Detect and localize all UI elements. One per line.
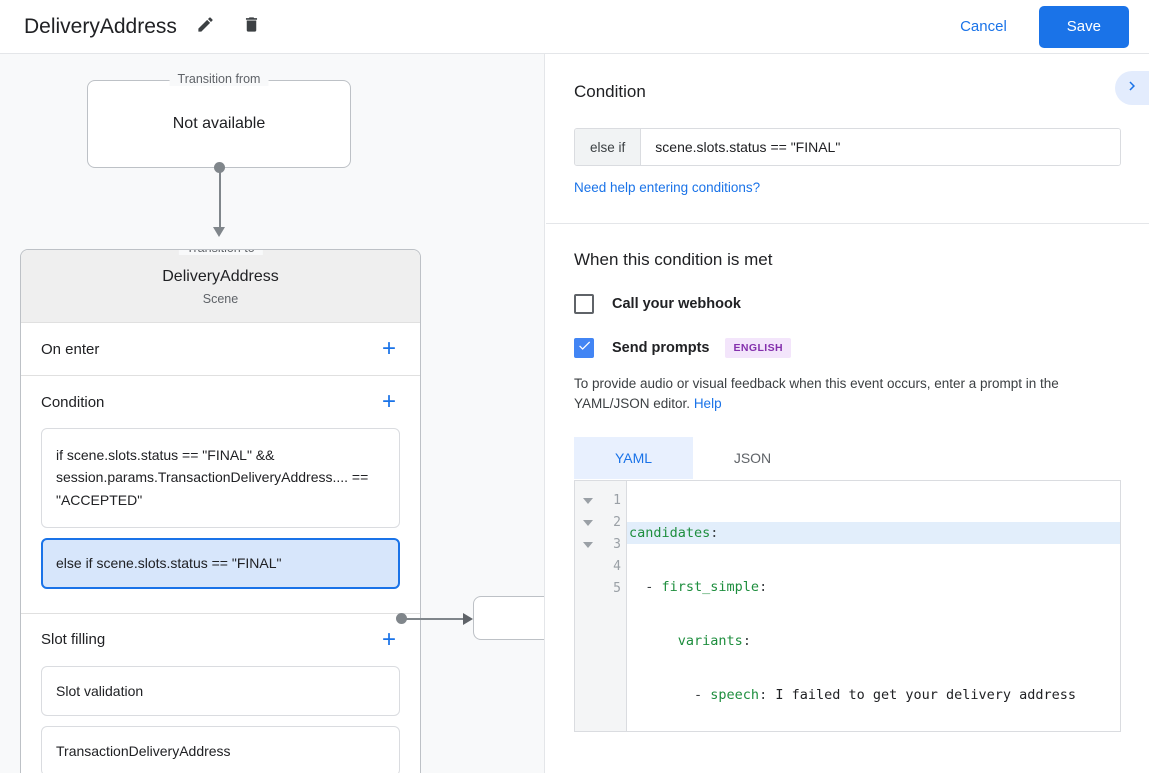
code-line: - speech: I failed to get your delivery … — [627, 684, 1120, 706]
code-key: variants — [677, 632, 743, 649]
editor-fold-gutter[interactable] — [575, 480, 601, 731]
target-node-card[interactable] — [473, 596, 544, 640]
when-condition-met-title: When this condition is met — [574, 250, 773, 269]
webhook-checkbox-label: Call your webhook — [612, 296, 741, 312]
detail-panel: Condition else if Need help entering con… — [546, 54, 1149, 773]
code-line: variants: — [627, 630, 1120, 652]
code-line: - first_simple: — [627, 576, 1120, 598]
code-value: I failed to get your delivery address — [775, 686, 1077, 703]
webhook-checkbox-row[interactable]: Call your webhook — [574, 294, 1121, 314]
transition-to-legend: Transition to — [178, 250, 263, 255]
slot-item-slot-validation[interactable]: Slot validation — [41, 665, 400, 716]
scene-name: DeliveryAddress — [162, 268, 279, 285]
pencil-icon — [196, 15, 215, 39]
code-key: first_simple — [661, 578, 760, 595]
tab-json[interactable]: JSON — [733, 449, 772, 466]
prompts-description: To provide audio or visual feedback when… — [574, 374, 1121, 415]
section-title-on-enter: On enter — [41, 340, 100, 358]
when-condition-met-block: When this condition is met Call your web… — [546, 224, 1149, 732]
condition-block-title: Condition — [574, 82, 646, 101]
transition-to-card: Transition to DeliveryAddress Scene On e… — [20, 249, 421, 773]
editor-code-area[interactable]: candidates: - first_simple: variants: - … — [627, 481, 1120, 731]
section-title-condition: Condition — [41, 393, 105, 411]
save-button[interactable]: Save — [1038, 5, 1129, 48]
connector-line-horizontal — [402, 618, 468, 620]
language-badge: ENGLISH — [725, 338, 791, 358]
chevron-down-icon — [583, 519, 593, 526]
cancel-button[interactable]: Cancel — [946, 9, 1021, 44]
editor-line-numbers: 1 2 3 4 5 — [601, 480, 627, 731]
add-condition-button[interactable]: + — [381, 388, 396, 415]
line-number: 5 — [613, 580, 621, 596]
code-indent: - — [629, 686, 711, 703]
add-on-enter-button[interactable]: + — [381, 335, 396, 362]
code-indent: - — [629, 578, 662, 595]
scene-subtitle: Scene — [202, 292, 239, 306]
transition-from-legend: Transition from — [169, 72, 269, 86]
prompts-help-link[interactable]: Help — [693, 396, 722, 412]
send-prompts-checkbox-row[interactable]: Send prompts ENGLISH — [574, 338, 1121, 358]
section-title-slot-filling: Slot filling — [41, 631, 106, 649]
connector-line-vertical — [219, 167, 221, 231]
send-prompts-checkbox-label: Send prompts — [612, 340, 710, 356]
fold-toggle-4 — [575, 556, 601, 578]
fold-toggle-2[interactable] — [575, 512, 601, 534]
webhook-checkbox[interactable] — [574, 294, 594, 314]
trash-icon — [242, 15, 261, 39]
condition-help-link[interactable]: Need help entering conditions? — [574, 180, 761, 195]
top-bar-actions: Cancel Save — [946, 5, 1129, 48]
editor-format-tabs: YAML JSON — [574, 436, 1121, 479]
connector-dot-condition — [396, 613, 407, 624]
condition-item-if[interactable]: if scene.slots.status == "FINAL" && sess… — [41, 428, 400, 529]
chevron-down-icon — [583, 541, 593, 548]
section-on-enter: On enter + — [21, 322, 420, 375]
code-key: candidates — [629, 524, 711, 541]
chevron-right-icon — [1123, 77, 1141, 100]
delete-button[interactable] — [235, 10, 269, 44]
transition-from-value: Not available — [172, 115, 266, 132]
code-line: candidates: — [627, 521, 1120, 544]
section-condition: Condition + if scene.slots.status == "FI… — [21, 375, 420, 613]
code-editor[interactable]: 1 2 3 4 5 candidates: - first_simple: va… — [574, 479, 1121, 732]
send-prompts-checkbox[interactable] — [574, 338, 594, 358]
condition-expression-input[interactable] — [641, 129, 1120, 165]
code-colon: : — [742, 632, 751, 649]
connector-arrow-down — [213, 227, 225, 237]
connector-arrow-right — [463, 613, 473, 625]
transition-from-card[interactable]: Transition from Not available — [87, 72, 351, 168]
fold-toggle-3[interactable] — [575, 534, 601, 556]
line-number: 4 — [613, 558, 621, 574]
line-number: 3 — [613, 536, 621, 552]
scene-header[interactable]: DeliveryAddress Scene — [21, 250, 420, 322]
condition-block: Condition else if Need help entering con… — [546, 54, 1149, 224]
code-colon: : — [759, 578, 768, 595]
prompts-description-text: To provide audio or visual feedback when… — [574, 376, 1059, 412]
condition-input-row: else if — [574, 128, 1121, 166]
checkmark-icon — [577, 338, 592, 358]
code-indent — [629, 633, 678, 649]
tab-yaml[interactable]: YAML — [574, 436, 693, 479]
condition-item-else-if[interactable]: else if scene.slots.status == "FINAL" — [41, 538, 400, 589]
fold-toggle-1[interactable] — [575, 490, 601, 512]
chevron-down-icon — [583, 497, 593, 504]
section-slot-filling: Slot filling + Slot validation Transacti… — [21, 612, 420, 773]
line-number: 2 — [613, 514, 621, 530]
code-key: speech — [710, 686, 760, 703]
page-title: DeliveryAddress — [24, 14, 177, 38]
top-app-bar: DeliveryAddress Cancel Save — [0, 0, 1149, 54]
code-colon: : — [710, 524, 719, 541]
flow-graph-panel: Transition from Not available Transition… — [0, 54, 545, 773]
line-number: 1 — [613, 492, 621, 508]
fold-toggle-5 — [575, 578, 601, 600]
slot-item-transaction-delivery-address[interactable]: TransactionDeliveryAddress — [41, 725, 400, 773]
add-slot-filling-button[interactable]: + — [381, 625, 396, 653]
edit-name-button[interactable] — [189, 10, 223, 44]
code-colon: : — [759, 686, 776, 703]
condition-prefix-label: else if — [575, 129, 642, 165]
expand-panel-button[interactable] — [1115, 71, 1149, 105]
